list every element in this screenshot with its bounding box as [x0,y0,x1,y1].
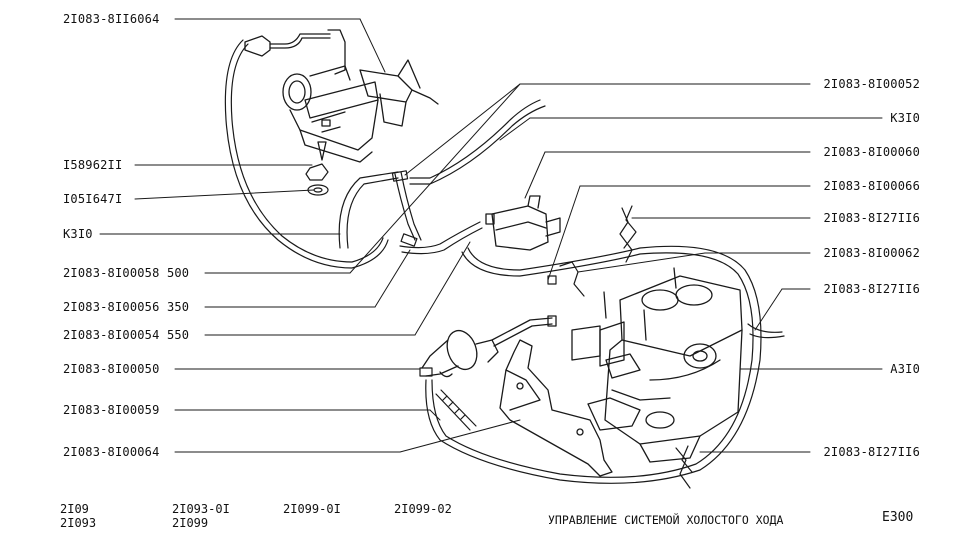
footer-model-3-line1: 2I099-0I [283,502,341,516]
part-label-right-6: 2I083-8I00062 [823,246,920,260]
footer-model-2-line2: 2I099 [172,516,209,530]
footer-model-1-line2: 2I093 [60,516,97,530]
footer-model-4-line1: 2I099-02 [394,502,452,516]
part-label-right-3: 2I083-8I00060 [823,145,920,159]
part-label-left-8: 2I083-8I00050 [63,362,160,376]
part-label-left-3: I05I647I [63,192,123,206]
part-label-left-9: 2I083-8I00059 [63,403,160,417]
vacuum-actuator [421,315,557,378]
footer-model-3: 2I099-0I [283,502,341,516]
mounting-bracket [499,339,613,477]
sheet-code: E300 [882,510,914,525]
footer-model-2: 2I093-0I 2I099 [172,502,230,530]
part-label-right-1: 2I083-8I00052 [823,77,920,91]
hose-clips [547,205,785,489]
carburetor [571,267,743,463]
part-label-left-10: 2I083-8I00064 [63,445,160,459]
part-label-right-4: 2I083-8I00066 [823,179,920,193]
part-label-left-1: 2I083-8II6064 [63,12,160,26]
part-label-left-6: 2I083-8I00056 350 [63,300,190,314]
tee-connectors [391,170,433,377]
part-label-right-9: 2I083-8I27II6 [823,445,920,459]
leader-lines-right [404,83,883,453]
part-label-left-7: 2I083-8I00054 550 [63,328,190,342]
part-label-left-5: 2I083-8I00058 500 [63,266,190,280]
part-label-left-4: K3I0 [63,227,93,241]
footer-model-4: 2I099-02 [394,502,452,516]
leader-lines-left [99,18,521,453]
solenoid-valve-assembly [244,29,439,163]
part-label-right-7: 2I083-8I27II6 [823,282,920,296]
nut-washer [305,163,329,196]
part-label-right-5: 2I083-8I27II6 [823,211,920,225]
part-label-right-8: A3I0 [890,362,920,376]
economizer-valve [485,195,561,251]
cable-sleeve [435,389,477,431]
part-label-left-2: I58962II [63,158,123,172]
footer-caption: УПРАВЛЕНИЕ СИСТЕМОЙ ХОЛОСТОГО ХОДА [548,513,784,527]
hoses [224,39,762,484]
footer-model-2-line1: 2I093-0I [172,502,230,516]
part-label-right-2: K3I0 [890,111,920,125]
footer-model-1-line1: 2I09 [60,502,89,516]
footer-model-1: 2I09 2I093 [60,502,96,530]
